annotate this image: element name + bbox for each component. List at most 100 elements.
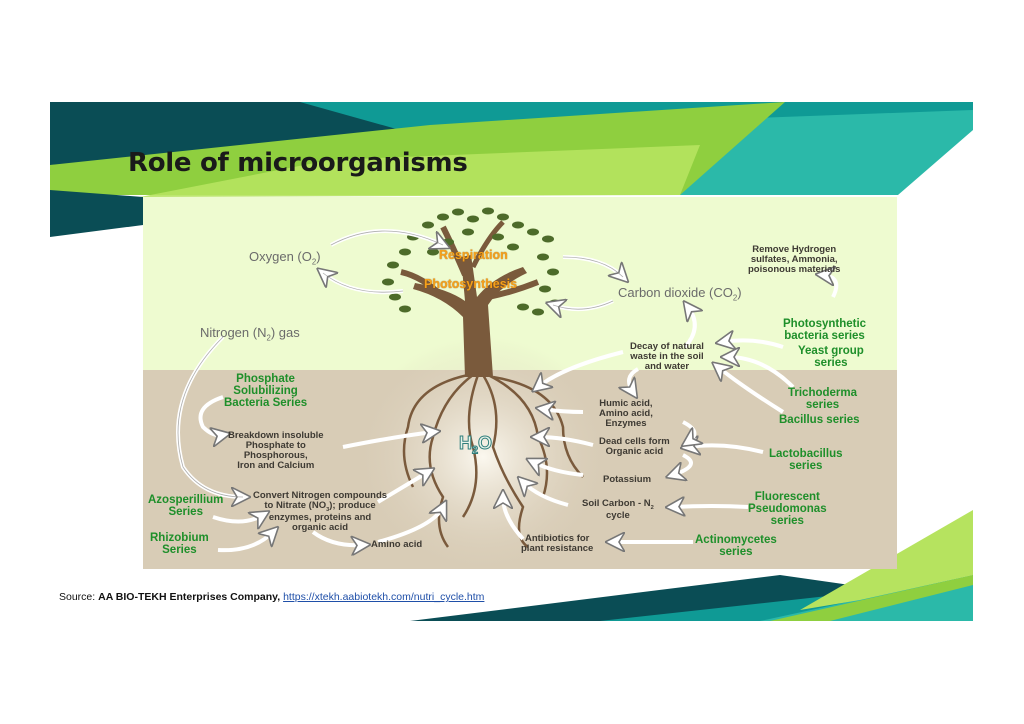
pseudomonas-line-3: series xyxy=(770,515,804,528)
tree-icon xyxy=(382,207,584,549)
arrow-azosperillium-to-convert xyxy=(212,515,263,522)
remove-hydrogen-line-3: poisonous materials xyxy=(748,263,841,275)
source-link[interactable]: https://xtekh.aabiotekh.com/nutri_cycle.… xyxy=(283,591,485,603)
label-soil-carbon: Soil Carbon - N2 cycle xyxy=(582,499,654,521)
source-prefix: Source: xyxy=(59,591,99,603)
label-oxygen: Oxygen (O2) xyxy=(249,250,321,267)
arrow-humic-to-deadcells xyxy=(683,420,694,442)
pseudomonas-line-2: Pseudomonas xyxy=(748,503,827,516)
phosphate-line-3: Bacteria Series xyxy=(224,397,308,410)
footer-green xyxy=(770,575,973,621)
arrow-bacillus-to-decay xyxy=(718,367,785,414)
tree-leaves xyxy=(382,207,561,316)
arrow-decay-to-humic xyxy=(629,367,640,392)
co2-subscript: 2 xyxy=(732,293,738,303)
label-photosynthetic-bacteria: Photosynthetic bacteria series xyxy=(783,318,866,342)
source-company: AA BIO-TEKH Enterprises Company, xyxy=(98,591,281,603)
label-bacillus: Bacillus series xyxy=(779,414,860,426)
convert-line-2b: ); produce xyxy=(329,499,376,511)
water-o: O xyxy=(478,433,493,453)
slide-title: Role of microorganisms xyxy=(128,148,468,178)
soil-carbon-subscript: 2 xyxy=(650,504,654,511)
label-actinomycetes: Actinomycetes series xyxy=(695,534,777,558)
nitrogen-subscript: 2 xyxy=(266,333,271,343)
label-photosynthesis: Photosynthesis xyxy=(424,277,518,291)
decay-line-2: waste in the soil xyxy=(630,350,704,362)
label-carbon-dioxide: Carbon dioxide (CO2) xyxy=(618,286,742,303)
oxygen-text: Oxygen (O xyxy=(249,249,312,264)
photosynthetic-line-1: Photosynthetic xyxy=(783,318,867,330)
arrow-pseudomonas-to-soilcarbon xyxy=(673,506,749,507)
arrow-decay-to-roots xyxy=(538,350,624,387)
arrow-decay-to-co2 xyxy=(685,307,695,349)
soil-carbon-line-2: cycle xyxy=(606,509,630,521)
arrow-deadcells-to-roots xyxy=(538,437,594,445)
root-glow xyxy=(353,337,613,569)
label-humic-acid: Humic acid, Amino acid, Enzymes xyxy=(599,399,653,429)
breakdown-line-4: Iron and Calcium xyxy=(237,459,315,471)
label-amino-acid: Amino acid xyxy=(371,539,423,550)
arrow-outlines xyxy=(177,230,624,498)
phosphate-line-1: Phosphate xyxy=(236,373,295,385)
azosperillium-line-1: Azosperillium xyxy=(148,494,224,506)
source-citation: Source: AA BIO-TEKH Enterprises Company,… xyxy=(59,591,484,603)
oxygen-subscript: 2 xyxy=(311,257,317,267)
label-azosperillium: Azosperillium Series xyxy=(148,494,223,518)
label-nitrogen-gas: Nitrogen (N2) gas xyxy=(200,326,300,343)
trichoderma-line-2: series xyxy=(805,399,840,412)
rhizobium-line-1: Rhizobium xyxy=(150,532,209,544)
arrow-soilcarbon-to-roots xyxy=(523,482,569,507)
tree-roots xyxy=(402,373,584,549)
arrow-breakdown-to-roots xyxy=(342,432,433,449)
arrow-trichoderma-to-decay xyxy=(728,357,795,389)
co2-text: Carbon dioxide (CO xyxy=(618,285,733,300)
breakdown-line-2: Phosphate to xyxy=(245,439,306,451)
label-antibiotics: Antibiotics for plant resistance xyxy=(521,534,593,554)
convert-line-4: organic acid xyxy=(292,521,349,533)
remove-hydrogen-line-1: Remove Hydrogen xyxy=(752,244,837,255)
convert-line-1: Convert Nitrogen compounds xyxy=(253,490,388,501)
nitrogen-close: ) gas xyxy=(270,325,300,340)
soil-carbon-line-1: Soil Carbon - N xyxy=(582,498,651,509)
arrow-antibiotics-to-roots xyxy=(503,497,525,541)
label-fluorescent-pseudomonas: Fluorescent Pseudomonas series xyxy=(748,491,827,527)
photosynthetic-line-2: bacteria series xyxy=(784,330,865,343)
trichoderma-line-1: Trichoderma xyxy=(788,387,858,399)
banner-left-dark xyxy=(50,190,143,237)
label-respiration: Respiration xyxy=(439,248,508,262)
arrow-phosphate-to-breakdown xyxy=(198,395,224,435)
water-h: H xyxy=(459,433,473,453)
breakdown-line-1: Breakdown insoluble xyxy=(228,430,324,441)
oxygen-close: ) xyxy=(316,249,321,264)
arrow-convert-to-roots xyxy=(376,472,428,504)
actinomycetes-line-1: Actinomycetes xyxy=(695,534,777,546)
label-decay: Decay of natural waste in the soil and w… xyxy=(630,342,704,372)
humic-line-1: Humic acid, xyxy=(599,398,653,409)
decay-line-3: and water xyxy=(644,360,690,372)
label-water-h2o: H2O xyxy=(459,433,493,457)
arrow-potassium-to-roots xyxy=(533,462,584,477)
nutrient-cycle-diagram: Oxygen (O2) Carbon dioxide (CO2) Nitroge… xyxy=(143,197,897,569)
label-trichoderma: Trichoderma series xyxy=(788,387,857,411)
actinomycetes-line-2: series xyxy=(719,546,753,559)
phosphate-line-2: Solubilizing xyxy=(233,385,298,398)
yeast-line-2: series xyxy=(814,357,848,370)
arrow-aminoacid-to-roots xyxy=(377,507,443,544)
remove-hydrogen-line-2: sulfates, Ammonia, xyxy=(750,253,838,265)
arrow-convert-to-aminoacid xyxy=(311,530,363,545)
label-convert-nitrogen: Convert Nitrogen compounds to Nitrate (N… xyxy=(253,491,387,533)
label-breakdown: Breakdown insoluble Phosphate to Phospho… xyxy=(228,431,324,471)
nitrogen-text: Nitrogen (N xyxy=(200,325,267,340)
arrow-humic-to-roots xyxy=(543,409,584,412)
diagram-artwork xyxy=(143,197,897,569)
label-remove-hydrogen: Remove Hydrogen sulfates, Ammonia, poiso… xyxy=(748,245,840,275)
label-lactobacillus: Lactobacillus series xyxy=(769,448,843,472)
label-rhizobium: Rhizobium Series xyxy=(150,532,209,556)
humic-line-3: Enzymes xyxy=(605,417,647,429)
rhizobium-line-2: Series xyxy=(162,544,197,557)
azosperillium-line-2: Series xyxy=(168,506,203,519)
pseudomonas-line-1: Fluorescent xyxy=(754,491,820,503)
banner-light-green xyxy=(140,145,700,197)
banner-light-teal xyxy=(680,110,973,195)
